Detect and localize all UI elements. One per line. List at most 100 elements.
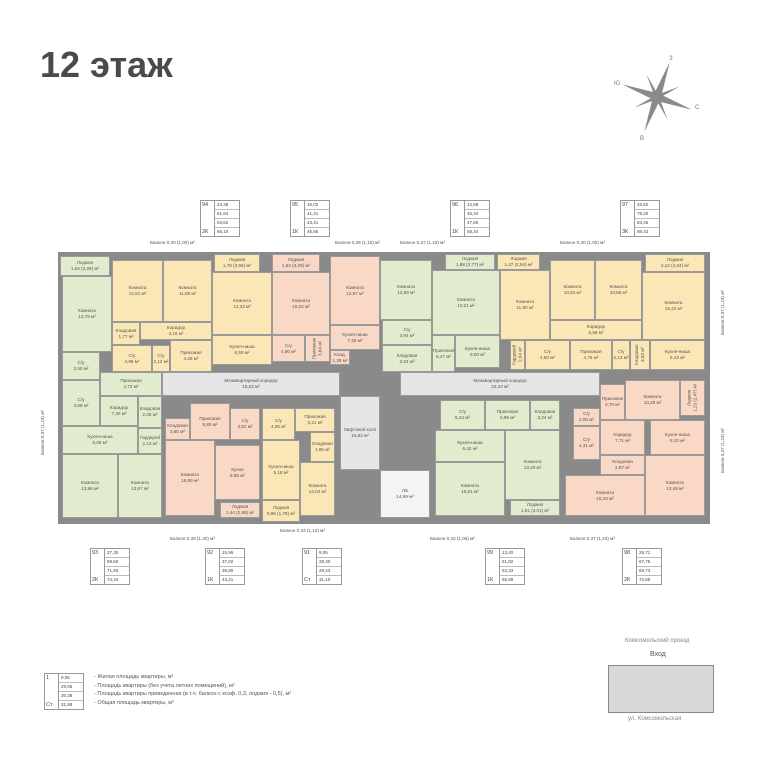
room-area: 2,12 м² [153, 358, 169, 364]
room-area: 13,96 м² [81, 486, 99, 491]
legend-descriptions: - Жилая площадь квартиры, м²- Площадь кв… [94, 674, 292, 706]
room-area: 13,67 м² [131, 486, 149, 491]
room-name: Кладовая [396, 352, 418, 358]
room-name: Кладовая [115, 327, 137, 333]
room-name: Комната [666, 479, 684, 485]
room-area: 3,70 м² [605, 402, 620, 407]
room-name: Комната [596, 489, 614, 495]
room-area: 13,40 м² [523, 465, 542, 470]
room-area: 15,43 м² [596, 495, 614, 501]
room-area: 14,04 м² [308, 489, 327, 494]
room-name: Кухня-ниша [229, 344, 255, 350]
room-area: 2,50 м² [73, 366, 89, 371]
room-area: 1,78 (3,56) м² [222, 263, 252, 268]
room-name: Комната [131, 480, 149, 486]
room-area: 1,51 (3,01) м² [520, 508, 550, 513]
room-name: Лоджия [272, 505, 290, 511]
entrance-building-block [608, 665, 714, 713]
room-area: 10,88 м² [609, 290, 628, 295]
balcony-label: Балкон 0,36 (1,16) м² [335, 240, 380, 245]
room-area: 1,77 м² [118, 333, 134, 339]
room-area: 4,98 м² [124, 358, 140, 364]
room-name: Прихожая [199, 415, 221, 421]
balcony-label: Балкон 0,37 (1,24) м² [719, 290, 725, 335]
room-name: Кухня-ниша [268, 464, 294, 470]
room-area: 10,84 м² [563, 290, 582, 295]
balcony-label: Балкон 0,32 (1,06) м² [430, 536, 475, 541]
room-name: С/у [459, 409, 466, 415]
room-area: 4,29 м² [183, 356, 199, 361]
room-name: С/у [128, 352, 136, 358]
room-area: 12,33 м² [233, 303, 251, 309]
room-name: С/у [617, 349, 625, 355]
compass-rose-icon: З Ю С В [614, 56, 700, 142]
room-area: 15,02 м² [292, 303, 310, 309]
room-area: 3,03 м² [640, 347, 645, 363]
room-name: Комната [128, 285, 147, 291]
room-area: 1,23 (2,47) м² [692, 383, 698, 413]
room-name: Лоджия [666, 257, 684, 263]
room-area: 1,95 м² [315, 447, 330, 452]
room-area: 2,13 м² [613, 355, 629, 360]
room-name: Кухня [231, 466, 244, 472]
room-name: Кухня-ниша [342, 331, 368, 337]
room-name: Лоджия [231, 504, 249, 510]
room-27: Клад.1,39 м² [330, 350, 350, 365]
room-name: Комната [609, 284, 628, 290]
room-name: Комната [78, 308, 96, 314]
room-area: 6,27 м² [436, 353, 451, 359]
room-area: 10,28 м² [643, 400, 662, 405]
room-area: 12,97 м² [346, 290, 364, 296]
room-area: 13,78 м² [78, 314, 96, 319]
room-area: 13,49 м² [666, 485, 684, 491]
room-area: 15,52 м² [351, 433, 369, 438]
room-name: Комната [178, 285, 197, 291]
room-area: 4,73 м² [123, 384, 139, 389]
room-name: Комната [292, 297, 310, 303]
room-name: Прихожая [180, 350, 202, 356]
room-area: 22,43 м² [491, 384, 509, 389]
room-name: Межквартирный коридор [473, 378, 527, 384]
room-name: Прихожая [580, 349, 602, 355]
room-name: С/у [77, 397, 85, 403]
room-name: С/у [285, 342, 292, 348]
room-area: 4,75 м² [583, 355, 599, 360]
room-area: 10,21 м² [457, 302, 475, 308]
room-area: 1,88 (3,77) м² [455, 262, 485, 267]
room-area: 1,44 (2,88) м² [225, 510, 255, 515]
